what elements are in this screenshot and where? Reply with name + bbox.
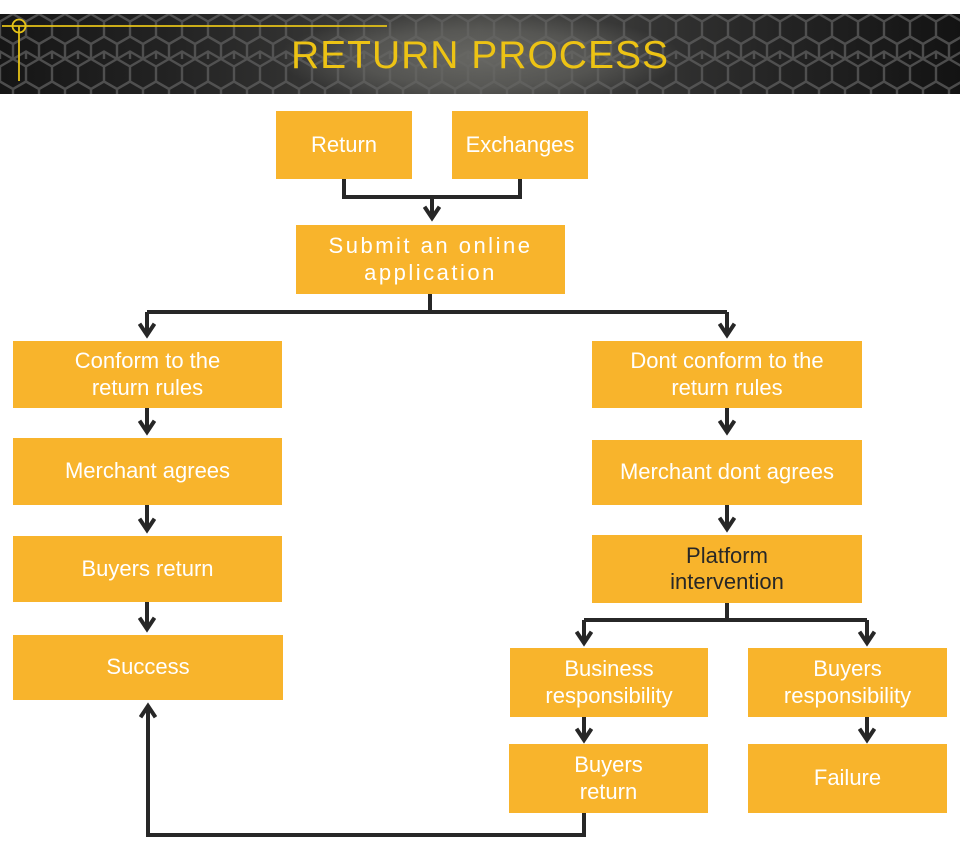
crosshair-decoration [2, 18, 387, 81]
node-label: Submit an online application [328, 233, 533, 285]
node-label: Buyers responsibility [783, 656, 912, 708]
node-merchant-dont-agrees: Merchant dont agrees [592, 440, 862, 505]
node-success: Success [13, 635, 283, 700]
node-label: Return [310, 131, 378, 157]
node-label: Platform intervention [670, 542, 784, 594]
node-return: Return [276, 111, 412, 179]
node-platform-intervention: Platform intervention [592, 535, 862, 603]
node-submit-application: Submit an online application [296, 225, 565, 294]
header-banner: RETURN PROCESS [0, 14, 960, 94]
node-buyers-return-bottom: Buyers return [509, 744, 708, 813]
node-buyers-responsibility: Buyers responsibility [748, 648, 947, 717]
node-business-responsibility: Business responsibility [510, 648, 708, 717]
node-conform-rules: Conform to the return rules [13, 341, 282, 408]
header-center-glow [0, 14, 960, 94]
node-label: Failure [813, 765, 882, 791]
node-label: Exchanges [465, 131, 575, 157]
node-merchant-agrees: Merchant agrees [13, 438, 282, 505]
node-label: Business responsibility [545, 656, 673, 708]
node-exchanges: Exchanges [452, 111, 588, 179]
node-label: Success [106, 654, 190, 680]
node-failure: Failure [748, 744, 947, 813]
page-title: RETURN PROCESS [290, 33, 670, 77]
node-label: Buyers return [81, 555, 214, 581]
node-label: Merchant dont agrees [619, 459, 835, 485]
node-label: Merchant agrees [64, 458, 231, 484]
node-label: Conform to the return rules [74, 348, 221, 400]
node-label: Buyers return [574, 752, 643, 804]
node-dont-conform-rules: Dont conform to the return rules [592, 341, 862, 408]
node-buyers-return-left: Buyers return [13, 536, 282, 602]
node-label: Dont conform to the return rules [630, 348, 824, 400]
